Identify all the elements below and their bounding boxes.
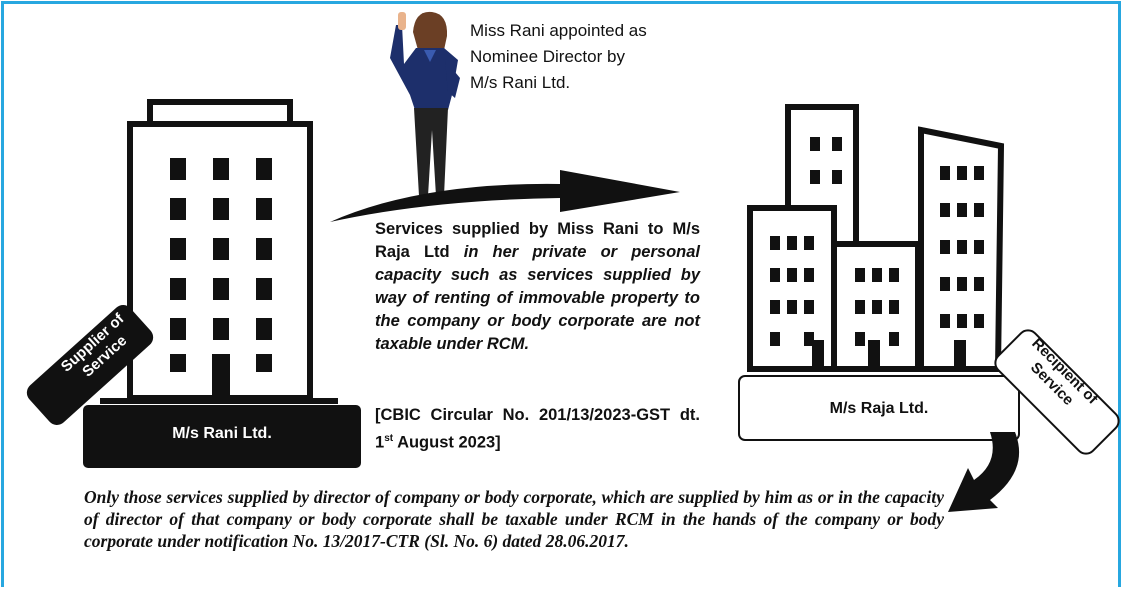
right-arrow-icon (330, 170, 680, 222)
nominee-director-caption: Miss Rani appointed as Nominee Director … (470, 21, 647, 92)
building-windows (770, 137, 984, 369)
curved-down-arrow-icon (948, 432, 1020, 512)
office-building-icon (100, 99, 338, 404)
services-note: Services supplied by Miss Rani to M/s Ra… (375, 220, 700, 353)
cbic-circular-reference: [CBIC Circular No. 201/13/2023-GST dt. 1… (375, 406, 700, 452)
businesswoman-figure (390, 11, 460, 196)
supplier-company-label: M/s Rani Ltd. (172, 425, 272, 442)
raja-ltd-box (738, 375, 1020, 441)
rcm-footer-note: Only those services supplied by director… (84, 487, 944, 551)
rani-ltd-box (83, 405, 361, 468)
recipient-tag-shape (994, 329, 1120, 455)
supplier-tag-shape (26, 305, 154, 425)
recipient-company-label: M/s Raja Ltd. (829, 400, 929, 417)
